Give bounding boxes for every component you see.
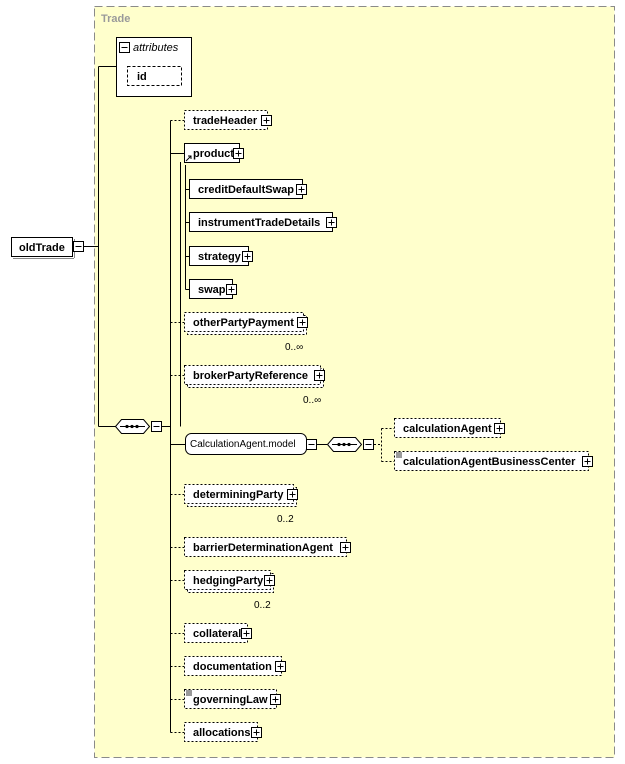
substitution-arrow-icon: [185, 155, 192, 162]
element-label: otherPartyPayment: [193, 317, 294, 329]
element-label: creditDefaultSwap: [198, 184, 294, 196]
trade-group-title: Trade: [101, 13, 130, 25]
calculation-agent-model-collapse-icon[interactable]: [306, 439, 317, 450]
calc-sequence-collapse-icon[interactable]: [363, 439, 374, 450]
element-label: tradeHeader: [193, 115, 258, 127]
element-collateral[interactable]: collateral: [184, 623, 248, 643]
expand-icon[interactable]: [326, 217, 337, 228]
expand-icon[interactable]: [582, 456, 593, 467]
element-label: brokerPartyReference: [193, 370, 308, 382]
element-documentation[interactable]: documentation: [184, 656, 282, 676]
element-label: product: [193, 148, 234, 160]
documentation-icon: [186, 690, 192, 696]
element-hedging-party[interactable]: hedgingParty: [184, 570, 274, 593]
element-label: hedgingParty: [193, 575, 264, 587]
element-label: governingLaw: [193, 694, 268, 706]
element-determining-party[interactable]: determiningParty: [184, 484, 297, 507]
expand-icon[interactable]: [297, 317, 308, 328]
expand-icon[interactable]: [287, 489, 298, 500]
root-collapse-icon[interactable]: [73, 241, 84, 252]
element-instrument-trade-details[interactable]: instrumentTradeDetails: [189, 212, 333, 232]
element-credit-default-swap[interactable]: creditDefaultSwap: [189, 179, 303, 199]
svg-text:oldTrade: oldTrade: [19, 242, 65, 254]
element-barrier-determination-agent[interactable]: barrierDeterminationAgent: [184, 537, 347, 557]
element-label: collateral: [193, 628, 241, 640]
expand-icon[interactable]: [264, 575, 275, 586]
element-label: swap: [198, 284, 226, 296]
expand-icon[interactable]: [251, 727, 262, 738]
element-label: documentation: [193, 661, 272, 673]
attributes-collapse-icon[interactable]: [119, 42, 130, 53]
trade-group-box: [94, 6, 615, 758]
element-label: calculationAgentBusinessCenter: [403, 456, 576, 468]
sequence-collapse-icon[interactable]: [151, 421, 162, 432]
element-label: instrumentTradeDetails: [198, 217, 320, 229]
expand-icon[interactable]: [296, 184, 307, 195]
element-label: allocations: [193, 727, 250, 739]
expand-icon[interactable]: [494, 423, 505, 434]
element-label: calculationAgent: [403, 423, 492, 435]
calc-sequence-compositor[interactable]: [326, 437, 363, 452]
element-label: strategy: [198, 251, 242, 263]
element-label: barrierDeterminationAgent: [193, 542, 333, 554]
sequence-compositor[interactable]: [114, 419, 151, 434]
element-product[interactable]: product: [184, 143, 240, 163]
calc-sub-connectors: [374, 428, 394, 462]
expand-icon[interactable]: [226, 284, 237, 295]
element-broker-party-reference[interactable]: brokerPartyReference: [184, 365, 324, 388]
expand-icon[interactable]: [242, 251, 253, 262]
attribute-id-box[interactable]: [127, 66, 182, 86]
element-trade-header[interactable]: tradeHeader: [184, 110, 268, 130]
element-other-party-payment[interactable]: otherPartyPayment: [184, 312, 307, 335]
product-connectors: [180, 162, 186, 427]
element-governing-law[interactable]: governingLaw: [184, 689, 277, 709]
expand-icon[interactable]: [270, 694, 281, 705]
svg-text:CalculationAgent.model: CalculationAgent.model: [190, 439, 296, 450]
element-strategy[interactable]: strategy: [189, 246, 249, 266]
expand-icon[interactable]: [241, 628, 252, 639]
expand-icon[interactable]: [261, 115, 272, 126]
element-calculation-agent-business-center[interactable]: calculationAgentBusinessCenter: [394, 451, 589, 471]
cardinality-label: 0..2: [254, 600, 271, 611]
expand-icon[interactable]: [275, 661, 286, 672]
cardinality-label: 0..∞: [303, 395, 321, 406]
attributes-title: attributes: [133, 42, 179, 54]
calculation-agent-model-group[interactable]: CalculationAgent.model: [185, 433, 307, 455]
element-allocations[interactable]: allocations: [184, 722, 258, 742]
main-connectors: [84, 66, 171, 733]
expand-icon[interactable]: [314, 370, 325, 381]
documentation-icon: [396, 452, 402, 458]
cardinality-label: 0..∞: [285, 342, 303, 353]
expand-icon[interactable]: [340, 542, 351, 553]
cardinality-label: 0..2: [277, 514, 294, 525]
element-calculation-agent[interactable]: calculationAgent: [394, 418, 501, 438]
expand-icon[interactable]: [233, 148, 244, 159]
attribute-id-label: id: [137, 71, 147, 83]
element-label: determiningParty: [193, 489, 284, 501]
root-element-oldtrade[interactable]: oldTrade: [11, 237, 75, 259]
